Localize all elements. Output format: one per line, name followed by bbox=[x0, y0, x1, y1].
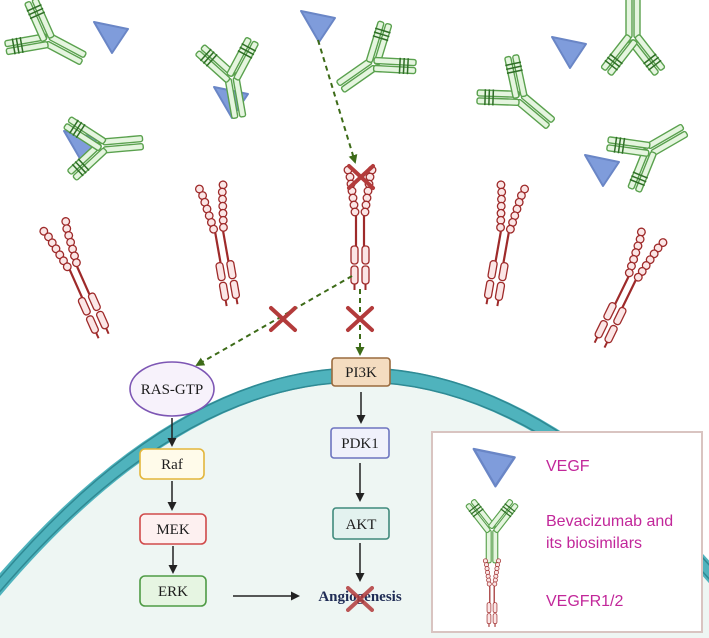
vegf-binding-arrow bbox=[317, 39, 358, 164]
antibody-icon bbox=[321, 15, 424, 115]
mek-node: MEK bbox=[139, 513, 207, 545]
mapk-branch: RAS-GTP Raf MEK ERK bbox=[129, 361, 300, 607]
antibody-icon bbox=[600, 0, 666, 77]
legend-antibody-line2: its biosimilars bbox=[546, 535, 642, 552]
vegf-icon bbox=[551, 36, 587, 69]
receptor-icon bbox=[475, 179, 531, 309]
antibody-icon bbox=[600, 101, 702, 198]
raf-label: Raf bbox=[161, 457, 183, 473]
legend: VEGF Bevacizumab and its biosimilars VEG… bbox=[431, 431, 703, 633]
block-cross-icon bbox=[269, 306, 297, 332]
ras-gtp-node: RAS-GTP bbox=[129, 361, 215, 417]
erk-node: ERK bbox=[139, 575, 207, 607]
antibody-icon bbox=[192, 34, 272, 124]
legend-vegf-label: VEGF bbox=[546, 458, 590, 475]
angiogenesis-outcome: Angiogenesis bbox=[318, 586, 402, 612]
legend-receptor-label: VEGFR1/2 bbox=[546, 593, 623, 610]
legend-box bbox=[431, 431, 703, 633]
akt-node: AKT bbox=[332, 507, 390, 540]
akt-label: AKT bbox=[346, 517, 377, 533]
pi3k-branch: PI3K PDK1 AKT bbox=[330, 357, 391, 582]
legend-item-antibody: Bevacizumab and its biosimilars bbox=[464, 498, 673, 564]
vegf-ligands bbox=[63, 10, 620, 187]
antibody-icon bbox=[0, 0, 100, 88]
mek-label: MEK bbox=[156, 522, 190, 538]
pdk1-label: PDK1 bbox=[341, 436, 379, 452]
blocked-signaling bbox=[195, 39, 365, 366]
receptor-icon bbox=[37, 215, 120, 344]
legend-item-receptor: VEGFR1/2 bbox=[482, 558, 623, 628]
legend-item-vegf: VEGF bbox=[472, 447, 590, 488]
pi3k-node: PI3K bbox=[331, 357, 391, 387]
vegf-icon bbox=[93, 21, 129, 54]
pdk1-node: PDK1 bbox=[330, 427, 390, 459]
receptor-icon bbox=[584, 225, 670, 354]
ras-gtp-label: RAS-GTP bbox=[141, 382, 204, 398]
antibody-icon bbox=[469, 48, 573, 150]
ras-activation-arrow bbox=[195, 275, 353, 366]
vegf-icon bbox=[300, 10, 336, 43]
vegf-icon bbox=[584, 154, 620, 187]
raf-node: Raf bbox=[139, 448, 205, 480]
receptor-icon bbox=[193, 179, 249, 309]
legend-antibody-line1: Bevacizumab and bbox=[546, 513, 673, 530]
erk-label: ERK bbox=[158, 584, 188, 600]
pi3k-label: PI3K bbox=[345, 365, 377, 381]
